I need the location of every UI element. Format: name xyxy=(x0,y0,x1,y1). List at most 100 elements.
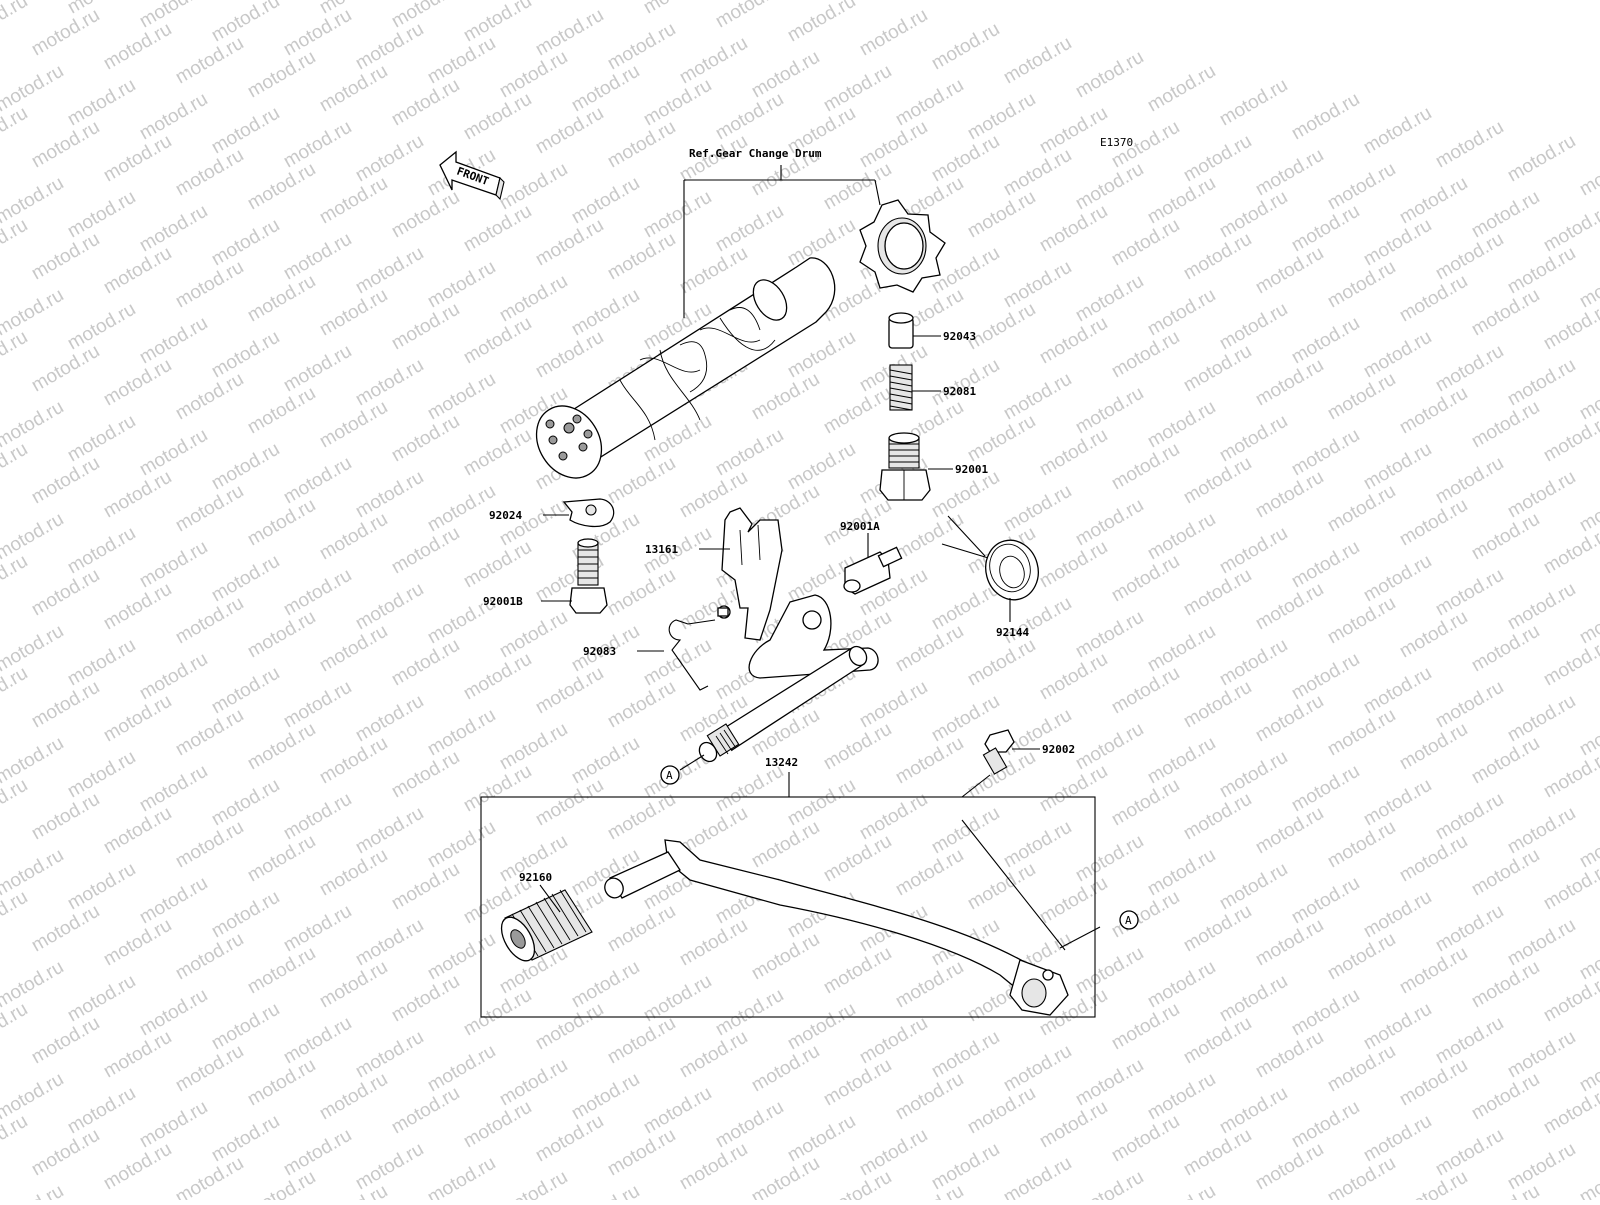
watermark-text: motod.ru xyxy=(784,439,859,495)
shift-pedal: A xyxy=(604,839,1139,1016)
watermark-text: motod.ru xyxy=(964,187,1039,243)
watermark-text: motod.ru xyxy=(1504,243,1579,299)
watermark-text: motod.ru xyxy=(1396,271,1471,327)
watermark-text: motod.ru xyxy=(460,761,535,817)
watermark-text: motod.ru xyxy=(1036,1097,1111,1153)
watermark-text: motod.ru xyxy=(1468,621,1543,677)
watermark-text: motod.ru xyxy=(28,229,103,285)
watermark-text: motod.ru xyxy=(244,495,319,551)
watermark-text: motod.ru xyxy=(460,985,535,1041)
watermark-text: motod.ru xyxy=(1396,1167,1471,1200)
watermark-text: motod.ru xyxy=(1504,691,1579,747)
part-label-92144: 92144 xyxy=(996,626,1029,639)
watermark-text: motod.ru xyxy=(532,103,607,159)
watermark-text: motod.ru xyxy=(1036,201,1111,257)
watermark-text: motod.ru xyxy=(1180,453,1255,509)
watermark-text: motod.ru xyxy=(676,1027,751,1083)
watermark-text: motod.ru xyxy=(0,0,31,46)
watermark-text: motod.ru xyxy=(1324,257,1399,313)
watermark-text: motod.ru xyxy=(0,999,31,1055)
watermark-text: motod.ru xyxy=(1540,411,1600,467)
watermark-text: motod.ru xyxy=(244,943,319,999)
watermark-text: motod.ru xyxy=(388,187,463,243)
watermark-text: motod.ru xyxy=(640,971,715,1027)
watermark-text: motod.ru xyxy=(712,1097,787,1153)
watermark-text: motod.ru xyxy=(856,677,931,733)
watermark-text: motod.ru xyxy=(496,159,571,215)
watermark-text: motod.ru xyxy=(1540,747,1600,803)
watermark-text: motod.ru xyxy=(100,131,175,187)
watermark-text: motod.ru xyxy=(712,425,787,481)
watermark-text: motod.ru xyxy=(64,523,139,579)
watermark-text: motod.ru xyxy=(640,75,715,131)
watermark-text: motod.ru xyxy=(1396,607,1471,663)
watermark-text: motod.ru xyxy=(1360,887,1435,943)
watermark-text: motod.ru xyxy=(928,131,1003,187)
watermark-text: motod.ru xyxy=(1288,761,1363,817)
watermark-text: motod.ru xyxy=(928,803,1003,859)
watermark-text: motod.ru xyxy=(1396,173,1471,229)
watermark-text: motod.ru xyxy=(316,61,391,117)
watermark-text: motod.ru xyxy=(172,593,247,649)
watermark-text: motod.ru xyxy=(640,0,715,18)
watermark-text: motod.ru xyxy=(172,257,247,313)
watermark-text: motod.ru xyxy=(1288,313,1363,369)
watermark-text: motod.ru xyxy=(172,369,247,425)
watermark-text: motod.ru xyxy=(496,47,571,103)
watermark-text: motod.ru xyxy=(1324,1041,1399,1097)
part-label-92043: 92043 xyxy=(943,330,976,343)
watermark-text: motod.ru xyxy=(1072,719,1147,775)
watermark-text: motod.ru xyxy=(28,677,103,733)
part-label-92160: 92160 xyxy=(519,871,552,884)
watermark-text: motod.ru xyxy=(424,1041,499,1097)
watermark-text: motod.ru xyxy=(352,355,427,411)
watermark-text: motod.ru xyxy=(1180,1013,1255,1069)
watermark-text: motod.ru xyxy=(1360,215,1435,271)
watermark-text: motod.ru xyxy=(1216,187,1291,243)
watermark-text: motod.ru xyxy=(892,733,967,789)
part-92083: 92083 xyxy=(583,619,716,691)
watermark-text: motod.ru xyxy=(1324,369,1399,425)
watermark-text: motod.ru xyxy=(1252,579,1327,635)
watermark-text: motod.ru xyxy=(1252,1139,1327,1195)
watermark-text: motod.ru xyxy=(1432,901,1507,957)
watermark-text: motod.ru xyxy=(1540,1083,1600,1139)
watermark-text: motod.ru xyxy=(964,1083,1039,1139)
watermark-text: motod.ru xyxy=(1180,229,1255,285)
watermark-text: motod.ru xyxy=(388,299,463,355)
watermark-text: motod.ru xyxy=(208,0,283,46)
watermark-text: motod.ru xyxy=(244,719,319,775)
watermark-text: motod.ru xyxy=(172,1041,247,1097)
watermark-text: motod.ru xyxy=(28,1125,103,1181)
watermark-text: motod.ru xyxy=(388,971,463,1027)
part-label-13161: 13161 xyxy=(645,543,678,556)
watermark-text: motod.ru xyxy=(928,1027,1003,1083)
watermark-text: motod.ru xyxy=(208,327,283,383)
part-label-92001B: 92001B xyxy=(483,595,523,608)
watermark-text: motod.ru xyxy=(1180,565,1255,621)
watermark-text: motod.ru xyxy=(1288,1097,1363,1153)
watermark-text: motod.ru xyxy=(460,425,535,481)
watermark-text: motod.ru xyxy=(964,635,1039,691)
watermark-text: motod.ru xyxy=(1252,1027,1327,1083)
watermark-text: motod.ru xyxy=(352,915,427,971)
watermark-text: motod.ru xyxy=(460,1097,535,1153)
watermark-text: motod.ru xyxy=(568,173,643,229)
watermark-text: motod.ru xyxy=(496,1167,571,1200)
part-92002: 92002 xyxy=(982,729,1075,775)
watermark-text: motod.ru xyxy=(1216,859,1291,915)
watermark-text: motod.ru xyxy=(1576,1153,1600,1200)
watermark-text: motod.ru xyxy=(352,579,427,635)
watermark-text: motod.ru xyxy=(820,1167,895,1200)
watermark-text: motod.ru xyxy=(568,1181,643,1200)
watermark-text: motod.ru xyxy=(100,243,175,299)
watermark-text: motod.ru xyxy=(424,1153,499,1200)
watermark-text: motod.ru xyxy=(316,509,391,565)
watermark-text: motod.ru xyxy=(316,1069,391,1125)
watermark-text: motod.ru xyxy=(1108,887,1183,943)
watermark-text: motod.ru xyxy=(604,565,679,621)
watermark-text: motod.ru xyxy=(100,1139,175,1195)
watermark-text: motod.ru xyxy=(1144,285,1219,341)
watermark-text: motod.ru xyxy=(1144,1069,1219,1125)
